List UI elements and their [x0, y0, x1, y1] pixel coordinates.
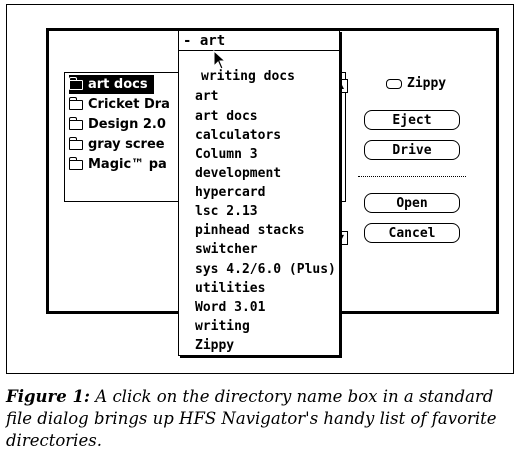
file-item-design[interactable]: Design 2.0 [69, 115, 172, 134]
eject-button[interactable]: Eject [364, 110, 460, 130]
menu-item-column-3[interactable]: Column 3 [195, 147, 258, 162]
directory-popup-menu[interactable]: - art writing docs art art docs calculat… [178, 30, 340, 356]
menu-item-hypercard[interactable]: hypercard [195, 185, 266, 200]
menu-item-zippy[interactable]: Zippy [195, 338, 235, 353]
folder-icon [69, 96, 83, 110]
cancel-button[interactable]: Cancel [364, 223, 460, 243]
menu-item-art[interactable]: art [195, 89, 219, 104]
file-item-art-docs[interactable]: art docs [69, 75, 154, 94]
divider [358, 176, 466, 177]
menu-item-calculators[interactable]: calculators [195, 128, 282, 143]
menu-item-writing-docs[interactable]: writing docs [201, 69, 295, 84]
directory-name-box[interactable]: - art [179, 31, 339, 51]
menu-item-development[interactable]: development [195, 166, 282, 181]
menu-item-utilities[interactable]: utilities [195, 281, 266, 296]
file-item-magic[interactable]: Magic™ pa [69, 155, 173, 174]
menu-item-pinhead-stacks[interactable]: pinhead stacks [195, 223, 305, 238]
menu-item-word[interactable]: Word 3.01 [195, 300, 266, 315]
drive-button[interactable]: Drive [364, 140, 460, 160]
folder-icon [69, 116, 83, 130]
file-item-gray-screen[interactable]: gray scree [69, 135, 171, 154]
file-item-cricket[interactable]: Cricket Dra [69, 95, 176, 114]
folder-icon [69, 156, 83, 170]
folder-icon [69, 136, 83, 150]
menu-item-sys[interactable]: sys 4.2/6.0 (Plus) [195, 262, 336, 277]
folder-icon [69, 76, 83, 90]
volume-indicator: Zippy [386, 76, 446, 91]
menu-item-lsc[interactable]: lsc 2.13 [195, 204, 258, 219]
dash-marker: - [183, 33, 200, 49]
menu-item-switcher[interactable]: switcher [195, 242, 258, 257]
open-button[interactable]: Open [364, 193, 460, 213]
disk-icon [386, 78, 402, 89]
menu-item-writing[interactable]: writing [195, 319, 250, 334]
arrow-cursor-icon [213, 50, 227, 70]
menu-item-art-docs[interactable]: art docs [195, 109, 258, 124]
figure-caption: Figure 1: A click on the directory name … [6, 387, 497, 450]
